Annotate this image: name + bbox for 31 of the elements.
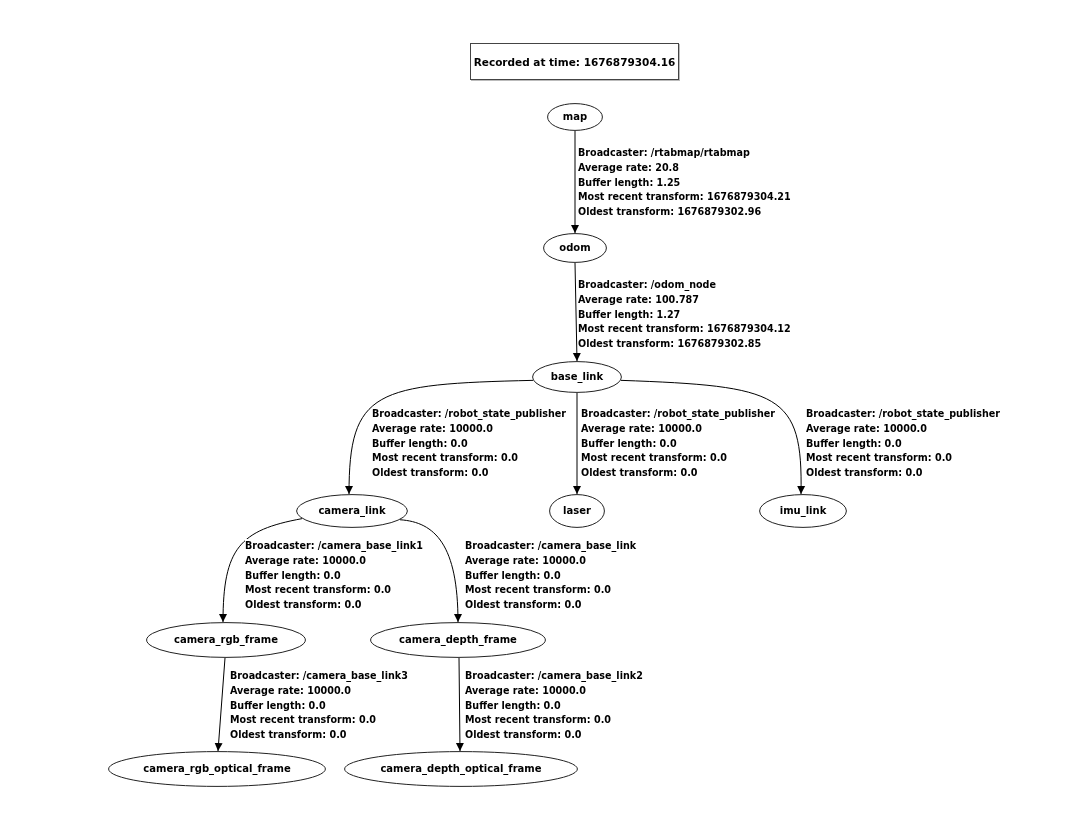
frame-name: camera_depth_frame — [399, 634, 517, 646]
frame-name: camera_rgb_optical_frame — [143, 763, 291, 775]
frame-ellipse — [344, 751, 578, 787]
frame-name: laser — [563, 505, 591, 517]
frame-ellipse — [543, 233, 607, 263]
timestamp-text: Recorded at time: 1676879304.16 — [473, 55, 676, 68]
frame-ellipse — [532, 361, 622, 393]
arrow — [219, 518, 303, 623]
frame-ellipse — [296, 494, 408, 528]
frame-ellipse — [759, 494, 847, 528]
timestamp-box — [470, 43, 679, 80]
arrow — [620, 379, 805, 495]
frame-name: camera_rgb_frame — [173, 634, 278, 646]
arrow — [573, 392, 581, 495]
frame-name: imu_link — [779, 505, 827, 517]
arrow — [571, 130, 579, 234]
arrow — [572, 262, 581, 362]
arrow — [399, 519, 462, 623]
frame-name: odom — [559, 242, 591, 254]
arrow — [455, 657, 464, 752]
frame-name: camera_link — [318, 505, 386, 517]
frame-ellipse — [108, 751, 326, 787]
frame-ellipse — [370, 622, 546, 658]
arrow — [345, 379, 534, 495]
frame-ellipse — [549, 494, 605, 528]
frame-ellipse — [547, 103, 603, 131]
frame-name: base_link — [550, 371, 604, 383]
frame-ellipse — [146, 622, 306, 658]
arrow — [214, 657, 226, 752]
frame-name: camera_depth_optical_frame — [380, 763, 542, 775]
frame-name: map — [562, 111, 588, 123]
